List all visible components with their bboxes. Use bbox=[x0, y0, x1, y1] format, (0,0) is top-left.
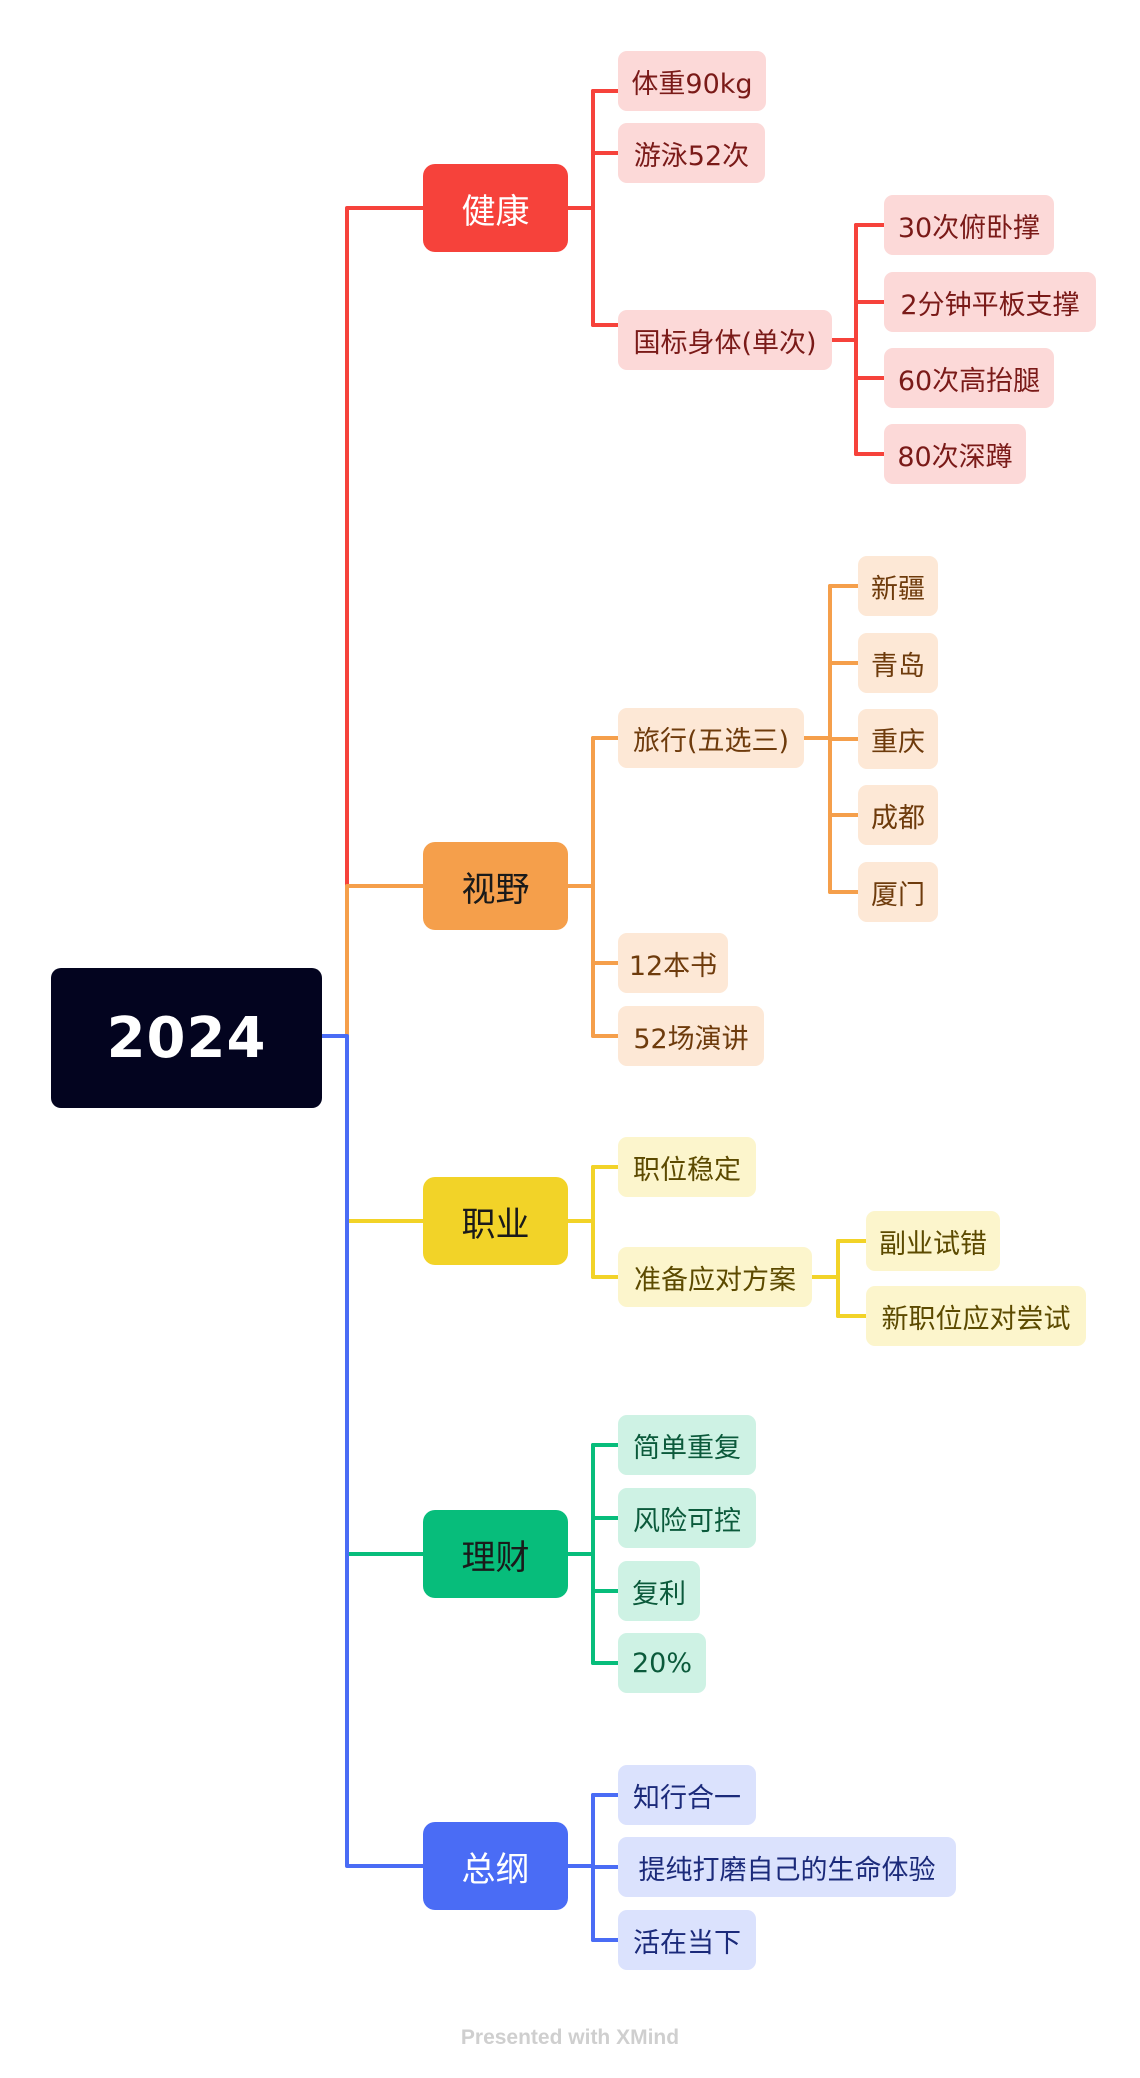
topic-vision-xinjiang[interactable]: 新疆 bbox=[858, 556, 938, 616]
topic-health-highknees[interactable]: 60次高抬腿 bbox=[884, 348, 1054, 408]
topic-career-plan[interactable]: 准备应对方案 bbox=[618, 1247, 812, 1307]
topic-career-newrole[interactable]: 新职位应对尝试 bbox=[866, 1286, 1086, 1346]
topic-health-weight[interactable]: 体重90kg bbox=[618, 51, 766, 111]
branch-vision[interactable]: 视野 bbox=[423, 842, 568, 930]
topic-summary-present[interactable]: 活在当下 bbox=[618, 1910, 756, 1970]
topic-vision-chongqing[interactable]: 重庆 bbox=[858, 709, 938, 769]
topic-health-plank[interactable]: 2分钟平板支撑 bbox=[884, 272, 1096, 332]
topic-health-fitness[interactable]: 国标身体(单次) bbox=[618, 310, 832, 370]
connectors-health bbox=[566, 89, 886, 456]
topic-health-squats[interactable]: 80次深蹲 bbox=[884, 424, 1026, 484]
branch-finance[interactable]: 理财 bbox=[423, 1510, 568, 1598]
topic-vision-chengdu[interactable]: 成都 bbox=[858, 785, 938, 845]
topic-health-swim[interactable]: 游泳52次 bbox=[618, 123, 765, 183]
topic-vision-travel[interactable]: 旅行(五选三) bbox=[618, 708, 804, 768]
footer-credit: Presented with XMind bbox=[460, 2026, 680, 2049]
connectors-finance bbox=[566, 1443, 620, 1665]
connector-root-summary bbox=[320, 1034, 425, 1868]
branch-career[interactable]: 职业 bbox=[423, 1177, 568, 1265]
topic-finance-simple[interactable]: 简单重复 bbox=[618, 1415, 756, 1475]
topic-vision-talks[interactable]: 52场演讲 bbox=[618, 1006, 764, 1066]
topic-finance-compound[interactable]: 复利 bbox=[618, 1561, 700, 1621]
topic-summary-refine[interactable]: 提纯打磨自己的生命体验 bbox=[618, 1837, 956, 1897]
connector-root-health bbox=[320, 206, 425, 1038]
topic-career-sidejob[interactable]: 副业试错 bbox=[866, 1211, 1000, 1271]
topic-summary-unity[interactable]: 知行合一 bbox=[618, 1765, 756, 1825]
topic-vision-xiamen[interactable]: 厦门 bbox=[858, 862, 938, 922]
connectors-career bbox=[566, 1165, 868, 1318]
topic-health-pushups[interactable]: 30次俯卧撑 bbox=[884, 195, 1054, 255]
connector-root-vision bbox=[320, 884, 425, 1038]
topic-vision-books[interactable]: 12本书 bbox=[618, 933, 728, 993]
root-topic[interactable]: 2024 bbox=[51, 968, 322, 1108]
branch-health[interactable]: 健康 bbox=[423, 164, 568, 252]
topic-career-stable[interactable]: 职位稳定 bbox=[618, 1137, 756, 1197]
topic-finance-risk[interactable]: 风险可控 bbox=[618, 1488, 756, 1548]
branch-summary[interactable]: 总纲 bbox=[423, 1822, 568, 1910]
connectors-summary bbox=[566, 1793, 620, 1942]
connectors-vision bbox=[566, 584, 860, 1038]
topic-vision-qingdao[interactable]: 青岛 bbox=[858, 633, 938, 693]
topic-finance-percent[interactable]: 20% bbox=[618, 1633, 706, 1693]
